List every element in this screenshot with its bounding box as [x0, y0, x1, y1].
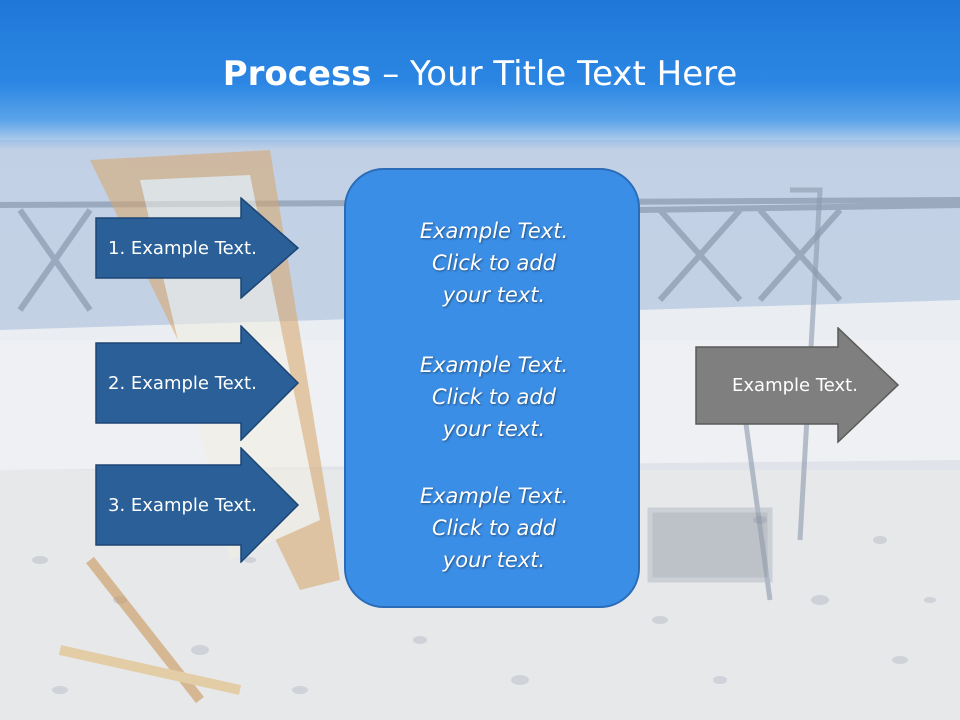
- title-bold: Process: [222, 54, 372, 94]
- left-arrow-1[interactable]: 1. Example Text.: [95, 197, 300, 299]
- arrow-shape-right: [695, 327, 900, 444]
- arrow-shape-2: [95, 325, 300, 441]
- title-bar: [0, 0, 960, 150]
- left-arrow-3-label: 3. Example Text.: [108, 494, 257, 516]
- right-arrow-label: Example Text.: [732, 374, 858, 396]
- left-arrow-1-label: 1. Example Text.: [108, 237, 257, 259]
- arrow-shape-3: [95, 447, 300, 563]
- slide-title: Process – Your Title Text Here: [0, 52, 960, 96]
- title-rest: – Your Title Text Here: [371, 54, 738, 94]
- center-text-1: Example Text. Click to add your text.: [419, 219, 569, 307]
- center-text-2: Example Text. Click to add your text.: [419, 353, 569, 441]
- left-arrow-3[interactable]: 3. Example Text.: [95, 447, 300, 563]
- arrow-shape-1: [95, 197, 300, 299]
- left-arrow-2-label: 2. Example Text.: [108, 372, 257, 394]
- center-text-3: Example Text. Click to add your text.: [419, 484, 569, 572]
- right-arrow[interactable]: Example Text.: [695, 327, 900, 445]
- left-arrow-2[interactable]: 2. Example Text.: [95, 325, 300, 441]
- center-text-box[interactable]: Example Text. Click to add your text. Ex…: [344, 168, 640, 608]
